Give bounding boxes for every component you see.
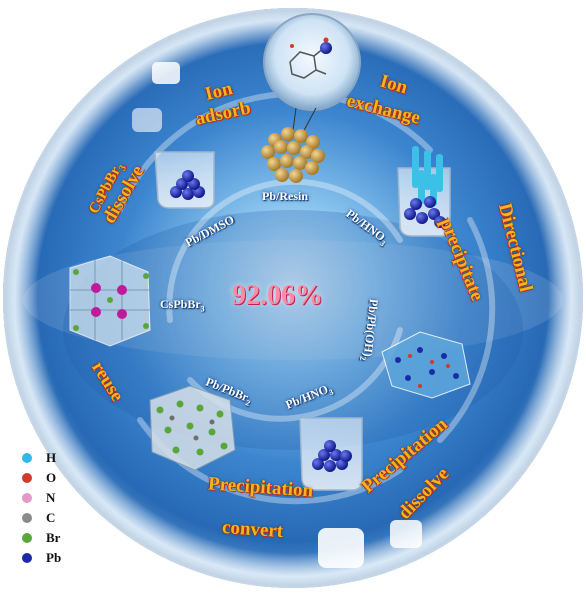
legend-label-c: C [46, 510, 56, 525]
legend-label-h: H [46, 450, 57, 465]
legend-item-pb: Pb [22, 548, 61, 568]
label-cspbbr3-inner-text: CsPbBr [160, 297, 201, 311]
legend-item-o: O [22, 468, 61, 488]
beaker-exchange [397, 146, 451, 237]
legend-item-c: C [22, 508, 61, 528]
legend-label-br: Br [46, 530, 61, 545]
legend-label-pb: Pb [46, 550, 62, 565]
legend-dot-h [22, 453, 32, 463]
resin-cluster [261, 127, 325, 183]
magnifier-lens [263, 13, 361, 111]
legend-item-n: N [22, 488, 61, 508]
legend-dot-br [22, 533, 32, 543]
legend-dot-o [22, 473, 32, 483]
beaker-bottom [299, 417, 363, 491]
label-pb-pboh2-sub: 2 [358, 355, 368, 361]
legend-item-br: Br [22, 528, 61, 548]
legend-dot-n [22, 493, 32, 503]
cspbbr3-crystal [69, 255, 151, 347]
beaker-dmso [154, 151, 215, 209]
label-cspbbr3-inner: CsPbBr3 [160, 298, 205, 313]
label-cspbbr3-inner-sub: 3 [200, 304, 205, 314]
pboh2-crystal [381, 331, 471, 399]
legend-dot-pb [22, 553, 32, 563]
legend-label-n: N [46, 490, 56, 505]
legend-label-o: O [46, 470, 57, 485]
label-pb-resin: Pb/Resin [262, 189, 309, 203]
atom-legend: H O N C Br Pb [22, 448, 61, 568]
label-convert: convert [221, 516, 284, 543]
recovery-percentage: 92.06% [232, 280, 323, 311]
legend-item-h: H [22, 448, 61, 468]
pbbr2-crystal [149, 385, 236, 471]
legend-dot-c [22, 513, 32, 523]
